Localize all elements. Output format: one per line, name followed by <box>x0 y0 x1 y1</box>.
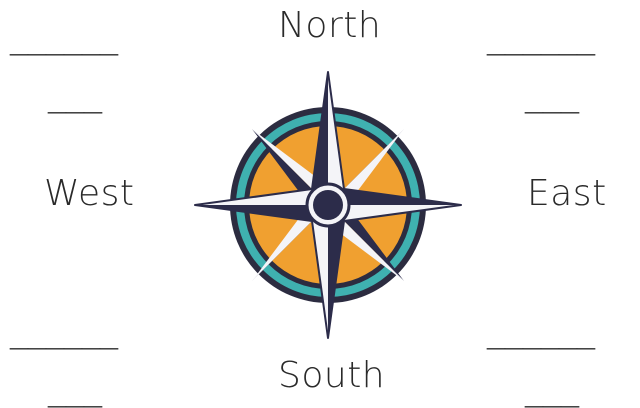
compass-center <box>313 190 343 220</box>
compass-rose-icon <box>0 0 640 398</box>
